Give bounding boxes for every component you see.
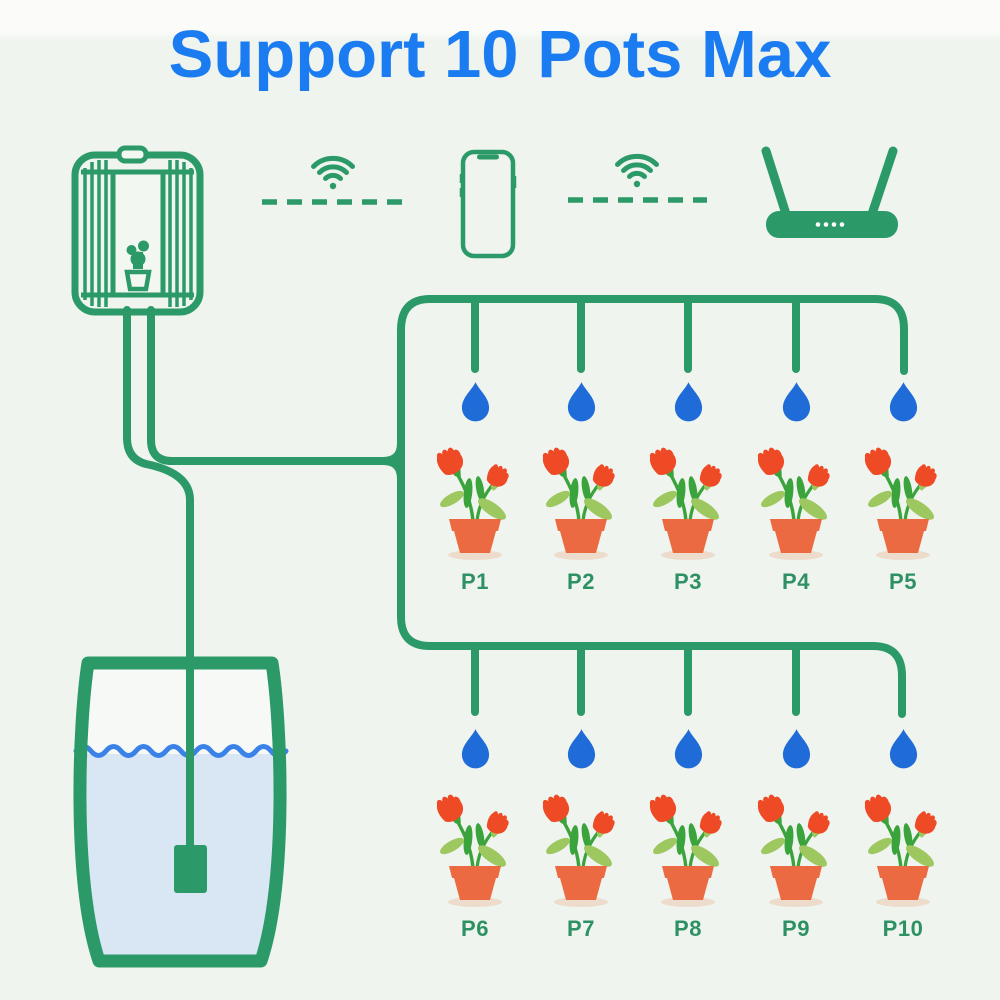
water-drop-icon: [567, 382, 595, 422]
pot-cell: P10: [848, 727, 958, 942]
pot-cell: P2: [526, 380, 636, 595]
pot-label: P9: [782, 916, 810, 941]
pot-cell: P6: [420, 727, 530, 942]
pot-cell: P9: [741, 727, 851, 942]
router-icon: [761, 146, 898, 238]
water-drop-icon: [889, 382, 917, 422]
pot-label: P5: [889, 569, 917, 594]
flower-pot-icon: [529, 427, 633, 562]
water-drop-icon: [674, 729, 702, 769]
water-drop-icon: [674, 382, 702, 422]
page-title: Support 10 Pots Max: [168, 17, 832, 92]
wave-line: [73, 744, 289, 758]
pot-label: P10: [882, 916, 924, 941]
wifi-icon: [618, 156, 657, 187]
water-drop-icon: [782, 382, 810, 422]
pot-cell: P4: [741, 380, 851, 595]
flower-pot-icon: [423, 774, 527, 909]
pot-label: P6: [461, 916, 489, 941]
drip-stubs-bottom: [471, 644, 800, 716]
flower-pot-icon: [529, 774, 633, 909]
pot-cell: P8: [633, 727, 743, 942]
flower-pot-icon: [636, 427, 740, 562]
water-tank-outline: [73, 656, 287, 968]
flower-pot-icon: [851, 774, 955, 909]
flower-pot-icon: [423, 427, 527, 562]
cactus-pictogram: [126, 240, 149, 269]
suction-tube: [123, 306, 194, 852]
manifold-top: [426, 295, 908, 375]
pot-label: P7: [567, 916, 595, 941]
drip-stubs-top: [471, 297, 800, 373]
trunk-tube: [397, 295, 434, 650]
water-tank-icon: [73, 663, 289, 961]
pipe-network: [123, 295, 908, 852]
pot-cell: P5: [848, 380, 958, 595]
pot-label: P1: [461, 569, 489, 594]
pot-label: P4: [782, 569, 810, 594]
pot-label: P3: [674, 569, 702, 594]
pot-cell: P3: [633, 380, 743, 595]
flower-pot-icon: [636, 774, 740, 909]
controller-icon: [71, 145, 204, 316]
water-drop-icon: [567, 729, 595, 769]
wifi-icon: [314, 158, 353, 189]
feed-tube: [147, 306, 405, 465]
pot-cell: P1: [420, 380, 530, 595]
manifold-bottom: [426, 642, 906, 718]
flower-pot-icon: [851, 427, 955, 562]
water-drop-icon: [461, 729, 489, 769]
water-drop-icon: [461, 382, 489, 422]
flower-pot-icon: [744, 427, 848, 562]
water-drop-icon: [889, 729, 917, 769]
pot-label: P8: [674, 916, 702, 941]
pot-cell: P7: [526, 727, 636, 942]
pot-label: P2: [567, 569, 595, 594]
phone-icon: [459, 149, 517, 259]
flower-pot-icon: [744, 774, 848, 909]
pump-weight-icon: [174, 845, 207, 893]
water-drop-icon: [782, 729, 810, 769]
